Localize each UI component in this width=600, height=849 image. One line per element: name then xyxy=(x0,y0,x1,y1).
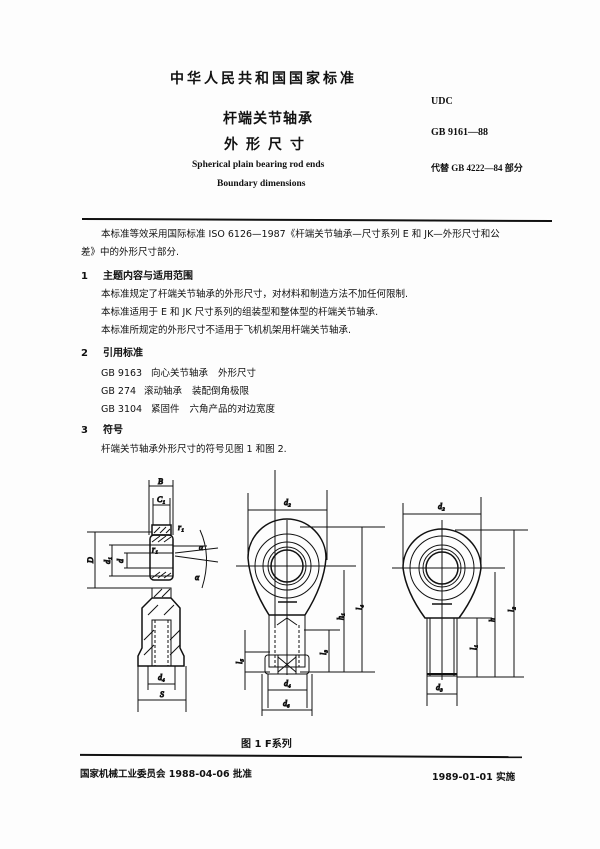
front-view-external-thread-drawing: d₂ l₁ h l₂ d₃ xyxy=(392,497,528,706)
section-1-para1: 本标准规定了杆端关节轴承的外形尺寸，对材料和制造方法不加任何限制. xyxy=(101,289,409,300)
front-view-internal-thread-drawing: d₂ l₃ h₁ l₄ l₅ xyxy=(235,470,385,716)
section-title: 引用标准 xyxy=(103,348,143,359)
implementation-date: 1989-01-01 实施 xyxy=(432,772,516,783)
intro-line2: 差》中的外形尺寸部分. xyxy=(81,247,180,258)
svg-text:l₅: l₅ xyxy=(235,659,244,664)
reference-code: GB 274 xyxy=(101,386,137,397)
reference-part2: 六角产品的对边宽度 xyxy=(189,404,276,415)
english-title-line2: Boundary dimensions xyxy=(217,179,306,189)
reference-code: GB 3104 xyxy=(101,404,143,415)
svg-text:α: α xyxy=(195,573,200,582)
reference-row: GB 274 滚动轴承装配倒角极限 xyxy=(101,383,249,397)
section-number: 3 xyxy=(81,425,88,436)
intro-line1: 本标准等效采用国际标准 ISO 6126—1987《杆端关节轴承—尺寸系列 E … xyxy=(101,229,500,240)
svg-text:d₁: d₁ xyxy=(103,557,112,564)
udc-label: UDC xyxy=(431,96,453,107)
replaces-note: 代替 GB 4222—84 部分 xyxy=(431,163,523,173)
section-2-heading: 2 引用标准 xyxy=(81,344,143,359)
document-title-line1: 杆端关节轴承 xyxy=(223,111,313,127)
section-3-para1: 杆端关节轴承外形尺寸的符号见图 1 和图 2. xyxy=(101,444,287,455)
reference-row: GB 3104 紧固件六角产品的对边宽度 xyxy=(101,401,275,415)
svg-text:h₁: h₁ xyxy=(336,613,345,620)
section-number: 1 xyxy=(81,271,88,282)
svg-text:d: d xyxy=(116,558,125,563)
section-view-drawing: B C₁ D d₁ d r₁ r₁ α xyxy=(86,477,219,712)
svg-text:d₂: d₂ xyxy=(438,502,445,511)
figure-caption: 图 1 F系列 xyxy=(241,739,292,750)
figure-1-drawings: B C₁ D d₁ d r₁ r₁ α xyxy=(86,470,528,716)
svg-text:r₁: r₁ xyxy=(178,523,184,532)
standard-org-title: 中华人民共和国国家标准 xyxy=(170,71,357,87)
svg-text:l₄: l₄ xyxy=(355,605,364,610)
reference-part2: 装配倒角极限 xyxy=(192,386,250,397)
svg-text:D: D xyxy=(86,557,95,564)
svg-text:d₂: d₂ xyxy=(284,498,291,507)
svg-text:S: S xyxy=(160,690,164,699)
approval-note: 国家机械工业委员会 1988-04-06 批准 xyxy=(80,769,252,780)
standard-number: GB 9161—88 xyxy=(431,127,488,138)
svg-text:α: α xyxy=(199,543,204,552)
section-3-heading: 3 符号 xyxy=(81,421,123,436)
svg-text:d₃: d₃ xyxy=(436,683,443,692)
svg-text:d₄: d₄ xyxy=(158,673,165,682)
section-title: 主题内容与适用范围 xyxy=(103,271,193,282)
svg-text:r₁: r₁ xyxy=(152,545,158,554)
svg-text:l₂: l₂ xyxy=(507,607,516,612)
svg-text:B: B xyxy=(158,477,163,486)
section-title: 符号 xyxy=(103,425,123,436)
header-divider xyxy=(81,217,553,223)
section-number: 2 xyxy=(81,348,88,359)
svg-text:h: h xyxy=(488,618,497,622)
section-1-para3: 本标准所规定的外形尺寸不适用于飞机机架用杆端关节轴承. xyxy=(101,325,352,336)
svg-text:d₆: d₆ xyxy=(283,699,290,708)
document-title-line2: 外形尺寸 xyxy=(224,137,312,153)
reference-row: GB 9163 向心关节轴承外形尺寸 xyxy=(101,365,256,379)
svg-text:d₄: d₄ xyxy=(284,679,291,688)
reference-part1: 滚动轴承 xyxy=(144,386,183,397)
reference-code: GB 9163 xyxy=(101,368,143,379)
svg-text:l₁: l₁ xyxy=(469,645,478,650)
section-1-para2: 本标准适用于 E 和 JK 尺寸系列的组装型和整体型的杆端关节轴承. xyxy=(101,307,379,318)
svg-text:C₁: C₁ xyxy=(157,495,165,504)
reference-part1: 紧固件 xyxy=(151,404,180,415)
reference-part2: 外形尺寸 xyxy=(218,368,257,379)
reference-part1: 向心关节轴承 xyxy=(151,368,209,379)
section-1-heading: 1 主题内容与适用范围 xyxy=(81,267,193,282)
svg-text:l₃: l₃ xyxy=(319,650,328,655)
english-title-line1: Spherical plain bearing rod ends xyxy=(192,160,325,170)
footer-divider xyxy=(79,753,523,758)
